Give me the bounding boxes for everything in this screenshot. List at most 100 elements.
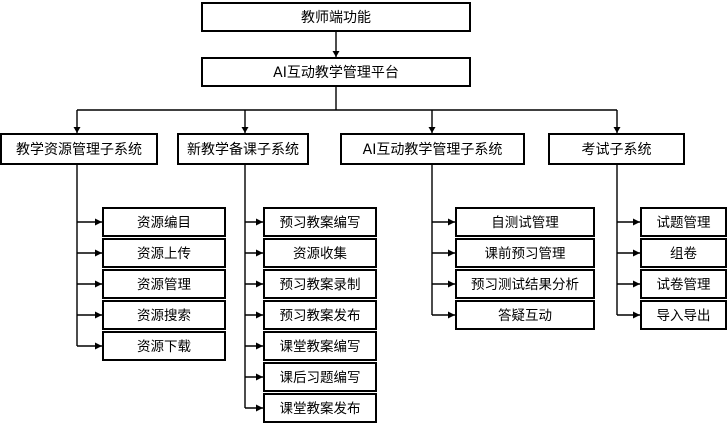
leaf-node-lesson-prep-4-rect [263, 331, 377, 361]
leaf-node-resource-2-rect [102, 269, 226, 299]
leaf-node-exam-3[interactable]: 导入导出 [640, 300, 727, 330]
arrow-lesson-prep-leaf-2 [256, 280, 263, 288]
arrow-lesson-prep-leaf-5 [256, 373, 263, 381]
subsystem-node-resource[interactable]: 教学资源管理子系统 [0, 133, 158, 165]
leaf-node-exam-0-label: 试题管理 [657, 215, 711, 231]
arrow-ai-interactive-leaf-0 [448, 218, 455, 226]
leaf-node-lesson-prep-6-rect [263, 393, 377, 423]
leaf-node-lesson-prep-2-rect [263, 269, 377, 299]
leaf-node-lesson-prep-2[interactable]: 预习教案录制 [263, 269, 377, 299]
arrow-resource-leaf-0 [95, 218, 102, 226]
leaf-node-ai-interactive-2-rect [455, 269, 595, 299]
subsystem-node-lesson-prep-label: 新教学备课子系统 [187, 141, 299, 158]
leaf-node-ai-interactive-3-rect [455, 300, 595, 330]
leaf-node-lesson-prep-0-rect [263, 207, 377, 237]
arrow-bus-to-ai-interactive [428, 127, 436, 133]
leaf-node-resource-1[interactable]: 资源上传 [102, 238, 226, 268]
leaf-node-ai-interactive-0-label: 自测试管理 [491, 215, 559, 231]
leaf-node-lesson-prep-3[interactable]: 预习教案发布 [263, 300, 377, 330]
subsystem-node-lesson-prep[interactable]: 新教学备课子系统 [177, 133, 309, 165]
leaf-node-ai-interactive-2[interactable]: 预习测试结果分析 [455, 269, 595, 299]
leaf-node-exam-3-label: 导入导出 [657, 308, 711, 324]
leaf-node-lesson-prep-2-label: 预习教案录制 [280, 276, 361, 293]
leaf-node-resource-4-rect [102, 331, 226, 361]
leaf-node-resource-3[interactable]: 资源搜索 [102, 300, 226, 330]
arrow-resource-leaf-4 [95, 342, 102, 350]
subsystem-node-lesson-prep-rect [177, 133, 309, 165]
leaf-node-exam-1-rect [640, 238, 727, 268]
subsystem-node-ai-interactive-label: AI互动教学管理子系统 [363, 142, 503, 158]
subsystem-node-exam-rect [548, 133, 685, 165]
leaf-node-exam-2-rect [640, 269, 727, 299]
leaf-node-resource-0-rect [102, 207, 226, 237]
arrow-ai-interactive-leaf-1 [448, 249, 455, 257]
leaf-node-ai-interactive-1[interactable]: 课前预习管理 [455, 238, 595, 268]
leaf-node-ai-interactive-1-label: 课前预习管理 [485, 245, 566, 262]
arrow-exam-leaf-3 [633, 311, 640, 319]
leaf-node-lesson-prep-0-label: 预习教案编写 [280, 214, 361, 231]
leaf-node-resource-3-label: 资源搜索 [137, 308, 191, 324]
leaf-node-lesson-prep-5[interactable]: 课后习题编写 [263, 362, 377, 392]
leaf-node-lesson-prep-1[interactable]: 资源收集 [263, 238, 377, 268]
platform-node: AI互动教学管理平台 [201, 57, 471, 87]
arrow-lesson-prep-leaf-3 [256, 311, 263, 319]
title-node-label: 教师端功能 [301, 10, 371, 26]
connector-layer [73, 32, 640, 412]
leaf-node-lesson-prep-4-label: 课堂教案编写 [280, 338, 361, 355]
leaf-node-ai-interactive-0-rect [455, 207, 595, 237]
subsystem-node-ai-interactive[interactable]: AI互动教学管理子系统 [340, 133, 525, 165]
leaf-node-lesson-prep-5-rect [263, 362, 377, 392]
arrow-resource-leaf-2 [95, 280, 102, 288]
arrow-lesson-prep-leaf-1 [256, 249, 263, 257]
leaf-node-lesson-prep-1-label: 资源收集 [293, 246, 347, 262]
leaf-node-resource-2[interactable]: 资源管理 [102, 269, 226, 299]
leaf-node-resource-2-label: 资源管理 [137, 277, 191, 293]
leaf-node-lesson-prep-6[interactable]: 课堂教案发布 [263, 393, 377, 423]
leaf-node-resource-1-label: 资源上传 [137, 246, 191, 262]
leaf-node-lesson-prep-0[interactable]: 预习教案编写 [263, 207, 377, 237]
arrow-bus-to-lesson-prep [241, 127, 249, 133]
leaf-node-resource-4-label: 资源下载 [137, 339, 191, 355]
leaf-node-ai-interactive-2-label: 预习测试结果分析 [471, 277, 579, 293]
leaf-node-ai-interactive-3[interactable]: 答疑互动 [455, 300, 595, 330]
arrow-title-to-platform [332, 51, 340, 57]
leaf-node-resource-3-rect [102, 300, 226, 330]
leaf-node-resource-0-label: 资源编目 [137, 215, 191, 231]
arrow-exam-leaf-1 [633, 249, 640, 257]
leaf-node-exam-3-rect [640, 300, 727, 330]
leaf-node-resource-4[interactable]: 资源下载 [102, 331, 226, 361]
leaf-node-exam-2-label: 试卷管理 [657, 277, 711, 293]
subsystem-node-ai-interactive-rect [340, 133, 525, 165]
arrow-bus-to-exam [613, 127, 621, 133]
arrow-resource-leaf-1 [95, 249, 102, 257]
arrow-ai-interactive-leaf-2 [448, 280, 455, 288]
arrow-exam-leaf-0 [633, 218, 640, 226]
leaf-node-exam-0[interactable]: 试题管理 [640, 207, 727, 237]
leaf-node-ai-interactive-0[interactable]: 自测试管理 [455, 207, 595, 237]
leaf-node-lesson-prep-3-label: 预习教案发布 [280, 307, 361, 324]
leaf-node-lesson-prep-6-label: 课堂教案发布 [280, 400, 361, 417]
platform-node-label: AI互动教学管理平台 [273, 65, 399, 81]
arrow-bus-to-resource [73, 127, 81, 133]
platform-node-rect [201, 57, 471, 87]
title-node: 教师端功能 [201, 2, 471, 32]
leaf-node-lesson-prep-4[interactable]: 课堂教案编写 [263, 331, 377, 361]
subsystem-node-resource-rect [0, 133, 158, 165]
subsystem-node-exam[interactable]: 考试子系统 [548, 133, 685, 165]
leaf-node-resource-1-rect [102, 238, 226, 268]
leaf-node-exam-1-label: 组卷 [670, 246, 698, 262]
subsystem-node-exam-label: 考试子系统 [582, 142, 652, 158]
arrow-lesson-prep-leaf-4 [256, 342, 263, 350]
title-node-rect [201, 2, 471, 32]
leaf-node-exam-1[interactable]: 组卷 [640, 238, 727, 268]
arrow-lesson-prep-leaf-0 [256, 218, 263, 226]
arrow-resource-leaf-3 [95, 311, 102, 319]
subsystem-node-resource-label: 教学资源管理子系统 [16, 142, 142, 158]
leaf-node-resource-0[interactable]: 资源编目 [102, 207, 226, 237]
leaf-node-lesson-prep-3-rect [263, 300, 377, 330]
leaf-node-ai-interactive-3-label: 答疑互动 [498, 307, 552, 324]
leaf-node-exam-2[interactable]: 试卷管理 [640, 269, 727, 299]
